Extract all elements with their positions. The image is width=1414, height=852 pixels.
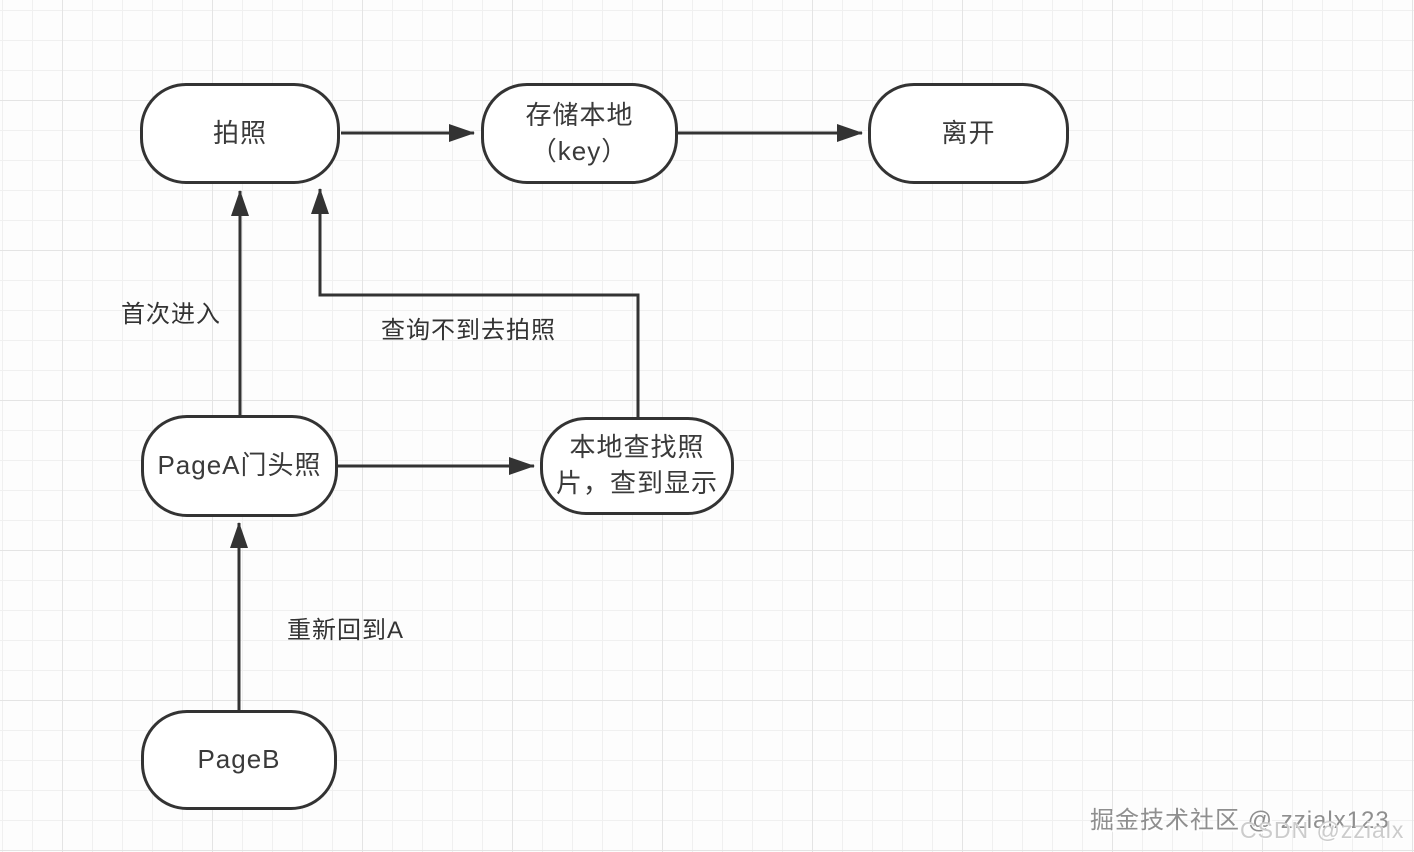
- node-pagea-door-photo[interactable]: PageA门头照: [141, 415, 338, 517]
- edge-label-not-found-go-photo[interactable]: 查询不到去拍照: [381, 317, 556, 344]
- edge-label-back-to-a[interactable]: 重新回到A: [287, 617, 405, 644]
- node-store-local-label: 存储本地 （key）: [525, 99, 634, 166]
- node-take-photo[interactable]: 拍照: [140, 83, 340, 184]
- node-local-find-photo[interactable]: 本地查找照 片，查到显示: [540, 417, 734, 515]
- node-pagea-door-photo-label: PageA门头照: [157, 450, 322, 481]
- node-pageb[interactable]: PageB: [141, 710, 337, 810]
- node-pageb-label: PageB: [197, 744, 281, 775]
- edge-local-find-photo-to-take-photo[interactable]: [311, 188, 640, 417]
- edge-label-first-entry[interactable]: 首次进入: [121, 301, 221, 328]
- node-leave-label: 离开: [941, 117, 996, 148]
- node-take-photo-label: 拍照: [212, 117, 267, 148]
- watermark-csdn: CSDN @zzialx: [1240, 817, 1405, 843]
- node-local-find-photo-label: 本地查找照 片，查到显示: [555, 432, 718, 498]
- watermark-juejin: 掘金技术社区 @ zzialx123: [1090, 807, 1390, 834]
- node-leave[interactable]: 离开: [868, 83, 1069, 184]
- node-store-local[interactable]: 存储本地 （key）: [481, 83, 678, 184]
